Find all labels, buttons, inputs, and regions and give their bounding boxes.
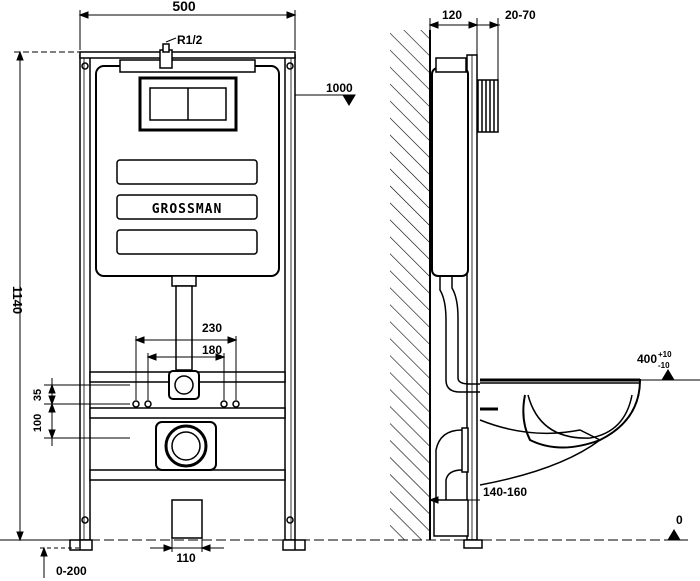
- label-100: 100: [32, 414, 44, 432]
- side-view: [390, 30, 642, 549]
- label-230: 230: [202, 321, 222, 335]
- side-cistern: [431, 67, 469, 277]
- panel-1: [116, 159, 258, 185]
- flush-connection: [168, 370, 200, 400]
- label-tol-minus: -10: [658, 361, 670, 370]
- label-180: 180: [202, 343, 222, 357]
- label-35: 35: [32, 389, 44, 401]
- crossbar-bottom: [89, 469, 286, 481]
- brand-panel: [116, 194, 258, 220]
- front-dimensions: [0, 10, 690, 578]
- label-tol-plus: +10: [658, 350, 672, 359]
- left-foot: [69, 539, 93, 551]
- label-140-160: 140-160: [483, 485, 527, 499]
- label-0-200: 0-200: [56, 564, 87, 578]
- crossbar-lower: [89, 407, 286, 419]
- side-dimensions: [428, 18, 700, 541]
- label-floor-0: 0: [676, 513, 683, 527]
- label-120: 120: [442, 8, 462, 22]
- label-500: 500: [172, 0, 196, 14]
- front-view: [69, 43, 306, 551]
- label-pipe: R1/2: [177, 33, 203, 47]
- panel-3: [116, 229, 258, 255]
- label-1000: 1000: [326, 81, 353, 95]
- left-post: [79, 54, 91, 541]
- label-110: 110: [176, 551, 196, 565]
- right-post: [284, 54, 296, 541]
- side-flush-plate: [477, 79, 499, 133]
- wall-hatch: [390, 30, 430, 540]
- brand-logo: GROSSMAN: [152, 202, 223, 217]
- top-crossbar: [79, 51, 296, 59]
- label-1140: 1140: [10, 286, 25, 314]
- right-foot: [282, 539, 306, 551]
- label-20-70: 20-70: [505, 8, 536, 22]
- label-400: 400: [637, 352, 657, 366]
- toilet-bowl: [480, 379, 642, 449]
